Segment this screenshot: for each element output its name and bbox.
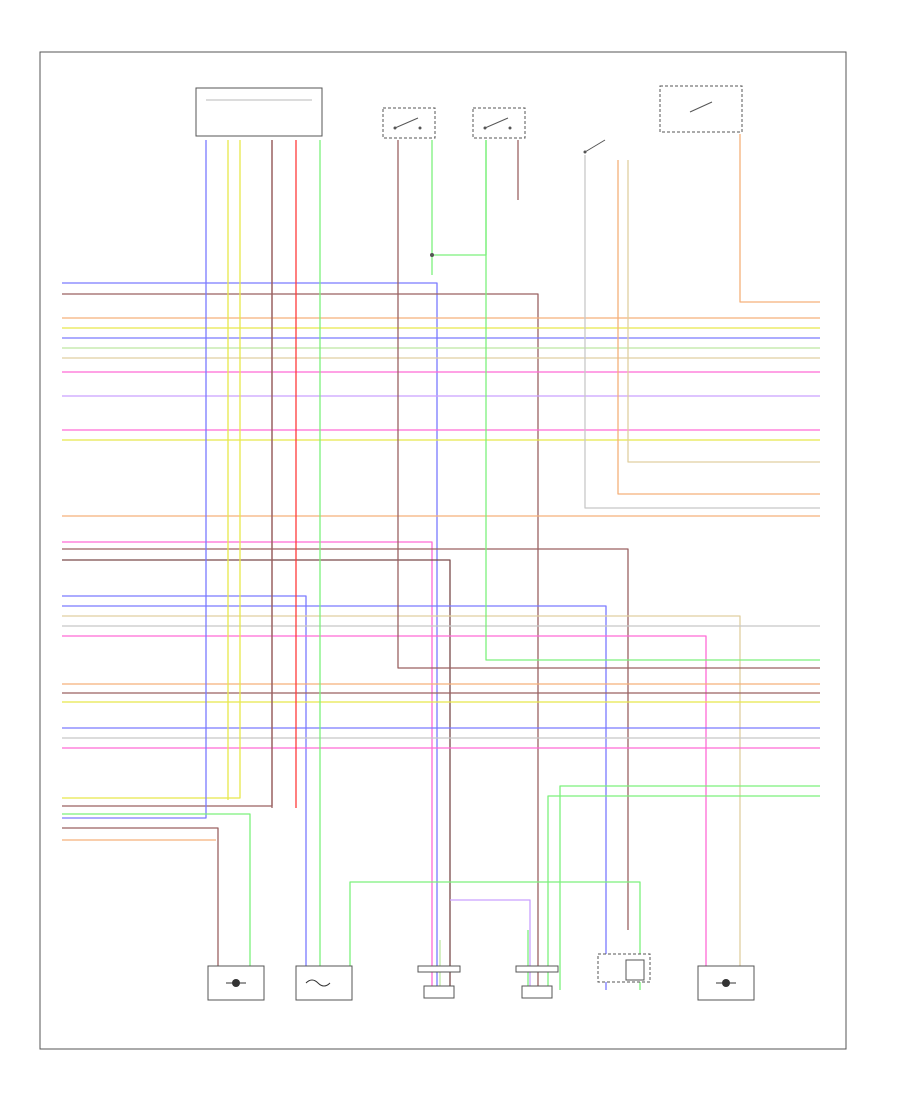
transmission-range-sensor [583,139,606,154]
camshaft-position-sensor-right [515,965,559,999]
traction-relay [659,85,743,133]
wire-bus-1 [62,282,438,990]
crankshaft-position-sensor [597,953,651,983]
wire-bus-17 [62,605,607,990]
wire-bus-31 [62,813,251,990]
wire-x-1 [349,881,641,990]
wire-bus-14 [62,548,629,930]
pcm-connector [195,87,323,137]
wire-trs-3 [627,160,820,463]
wire-trs-2 [617,160,820,495]
wire-ret-1 [559,785,820,990]
left-rear-door-switch [472,107,526,139]
wire-bus-29 [62,140,207,819]
left-front-door-switch [382,107,436,139]
wire-door-1 [397,140,820,669]
camshaft-position-sensor-left [417,965,461,999]
wire-group [62,134,820,990]
diagram-frame [39,51,847,1050]
wire-x-2 [450,899,531,990]
wire-trs-1 [584,155,820,509]
wire-bus-27 [62,140,241,799]
wire-bus-2 [62,293,539,990]
wire-bus-16 [62,595,307,990]
wire-bus-18 [62,615,741,990]
wire-bus-15 [62,559,451,990]
knock-sensor-1 [207,965,265,1001]
wire-ret-2 [547,795,820,990]
wire-relay-1 [739,134,820,303]
wire-bus-20 [62,635,707,990]
output-speed-sensor [295,965,353,1001]
wire-door-2 [431,140,487,256]
wire-bus-30 [62,827,219,990]
wire-bus-13 [62,541,433,990]
door-switch-splice [430,253,434,257]
knock-sensor-2 [697,965,755,1001]
wire-door-3 [485,140,820,661]
